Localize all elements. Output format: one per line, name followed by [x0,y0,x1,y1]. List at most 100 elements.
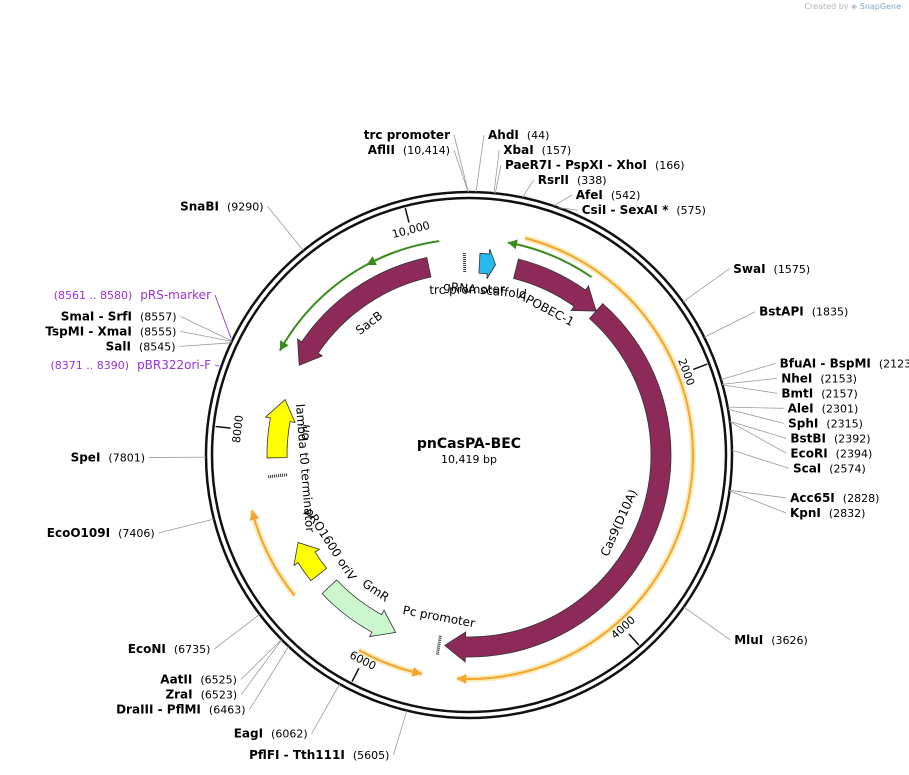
site-position: (1835) [812,306,849,319]
site-leader-line [730,421,787,438]
site-label: DraIII - PflMI (6463) [116,702,245,716]
site-name: BfuAI - BspMI [780,356,871,370]
site-leader-line [393,711,406,755]
outer-arc [367,241,440,265]
site-leader-line [180,343,232,347]
tick-mark [352,668,359,681]
site-leader-line [704,312,755,338]
outer-arc-arrowhead [508,239,518,249]
site-name: AatII [160,672,192,686]
site-label: BmtI(2157) [781,386,857,400]
site-name: RsrII [538,173,569,187]
site-name: SmaI - SrfI [61,309,132,323]
site-leader-line [454,135,468,192]
site-leader-line [249,646,288,709]
site-label: TspMI - XmaI(8555) [45,324,176,338]
site-name: BstBI [790,431,826,445]
site-leader-line [684,607,731,640]
site-label: SnaBI (9290) [180,199,263,213]
site-position: (8555) [140,325,177,338]
site-label: PflFI - Tth111I(5605) [249,748,389,762]
primer-name: pBR322ori-F [137,358,211,372]
site-position: (166) [655,159,685,172]
site-position: (10,414) [403,144,450,157]
site-name: DraIII - PflMI [116,702,201,716]
site-name: EcoO109I [47,526,110,540]
site-name: PaeR7I - PspXI - XhoI [505,158,647,172]
snapgene-credit: Created by ◈ SnapGene [804,2,901,11]
site-leader-line [730,422,787,454]
site-leader-line [522,180,534,197]
tick-mark [216,426,231,428]
feature-lambda-t0-terminator [268,475,288,477]
tick-label: 10,000 [391,219,432,241]
site-position: (2301) [822,402,859,415]
site-name: EagI [234,727,263,741]
site-position: (575) [676,204,706,217]
site-name: SnaBI [180,199,219,213]
credit-prefix: Created by [804,2,848,11]
site-leader-line [553,195,571,206]
site-name: XbaI [503,143,533,157]
feature-label-sacb: SacB [353,308,385,337]
site-label: ScaI(2574) [793,461,866,475]
site-label: EcoNI (6735) [128,642,211,656]
site-leader-line [454,150,468,192]
site-position: (6735) [174,643,211,656]
primer-label: (8561 .. 8580)pRS-marker [54,288,211,302]
site-position: (338) [577,174,607,187]
feature-grna-scaffold [479,249,496,279]
site-position: (2832) [829,507,866,520]
site-position: (9290) [227,200,264,213]
site-label: BstAPI(1835) [759,305,848,319]
site-name: SpeI [71,451,101,465]
site-position: (7801) [108,452,145,465]
site-leader-line [495,165,501,193]
plasmid-name: pnCasPA-BEC [417,436,521,452]
primer-label: (8371 .. 8390) pBR322ori-F [51,358,212,372]
site-leader-line [728,407,784,408]
site-position: (2394) [836,447,873,460]
primer-leader-line [215,295,231,338]
site-leader-line [728,409,784,423]
feature-pc-promoter [437,635,440,655]
site-position: (8557) [140,310,177,323]
tick-mark [693,364,707,369]
site-name: KpnI [790,506,821,520]
site-position: (8545) [139,340,176,353]
outer-arc-arrowhead [457,674,467,684]
site-name: AhdI [488,128,519,142]
site-leader-line [683,269,729,302]
site-leader-line [241,639,282,679]
site-label: SmaI - SrfI (8557) [61,309,177,323]
outer-arc-halo [252,510,295,595]
site-leader-line [214,614,259,649]
site-name: trc promoter [364,128,450,142]
feature-label-trc-promoter: trc promoter [429,282,505,297]
site-name: EcoNI [128,642,166,656]
primer-range: (8371 .. 8390) [51,359,130,372]
site-label: CsiI - SexAI *(575) [582,203,706,217]
site-label: EagI(6062) [234,727,308,741]
site-leader-line [312,684,340,734]
tick-mark [405,208,409,223]
site-name: EcoRI [790,446,827,460]
feature-label-gmr: GmR [360,576,392,604]
primer-leader-line [215,365,219,366]
site-position: (2828) [843,492,880,505]
site-leader-line [732,450,789,468]
site-position: (1575) [774,263,811,276]
site-name: BmtI [781,386,813,400]
site-position: (6523) [201,688,238,701]
site-position: (6463) [209,703,246,716]
site-position: (542) [611,189,641,202]
site-label: EcoO109I(7406) [47,526,155,540]
site-name: SwaI [733,262,765,276]
site-label: XbaI(157) [503,143,571,157]
site-label: AatII(6525) [160,672,237,686]
site-leader-line [722,378,777,384]
feature-ori [266,400,295,458]
site-position: (2123) [879,357,909,370]
